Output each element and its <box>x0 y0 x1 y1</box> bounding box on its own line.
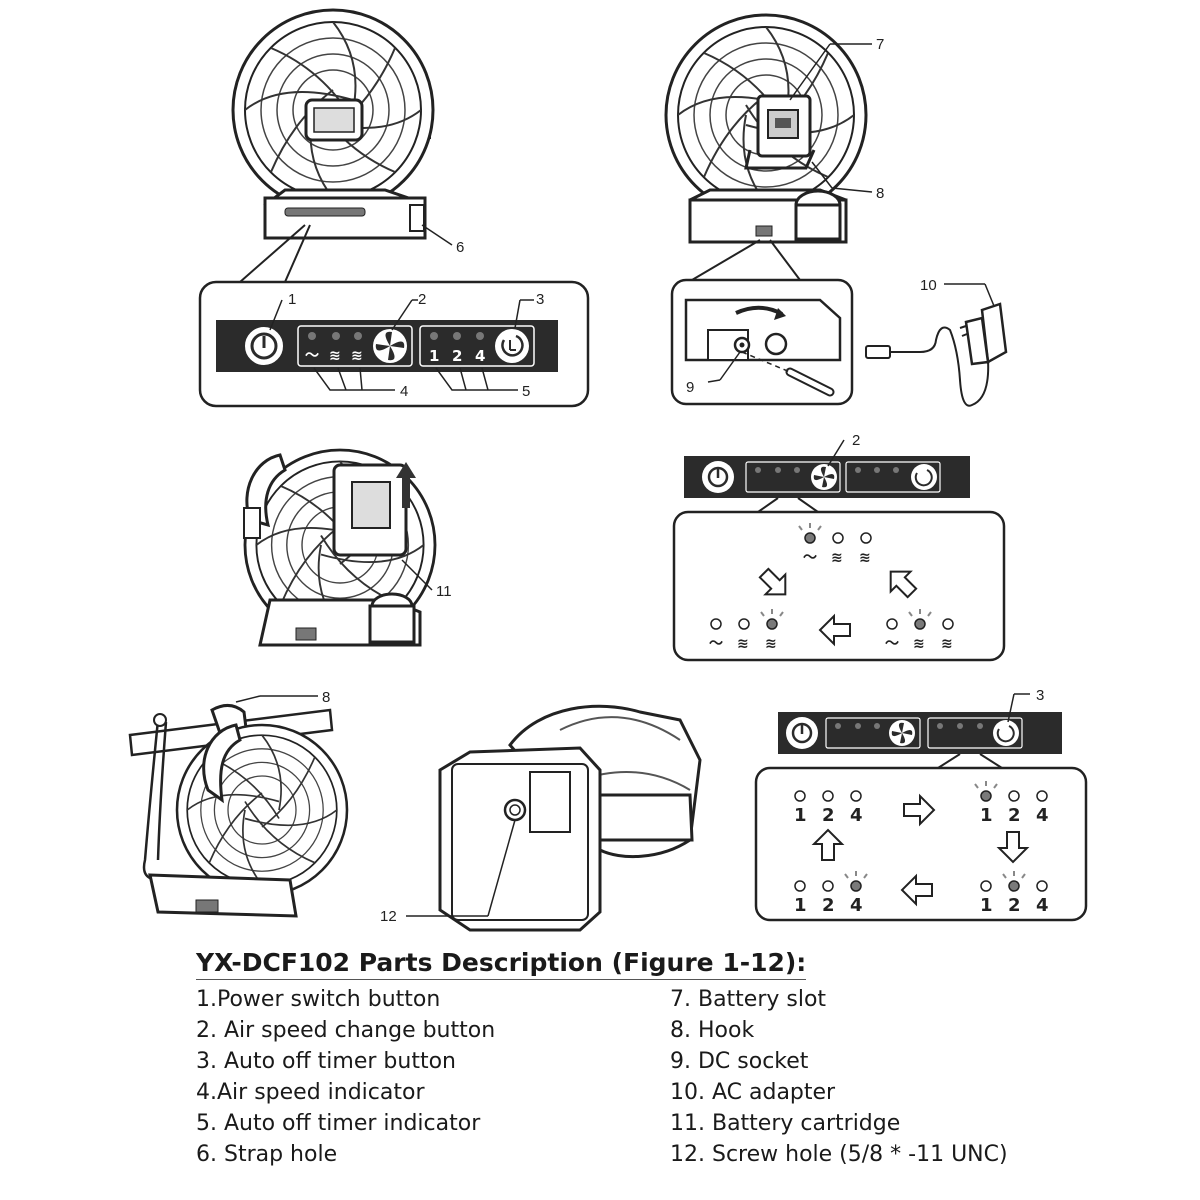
svg-text:4: 4 <box>1036 895 1049 916</box>
callout-4: 4 <box>400 383 408 400</box>
parts-list-right: 7. Battery slot 8. Hook 9. DC socket 10.… <box>670 984 1008 1170</box>
callout-3-timer: 3 <box>1036 687 1044 704</box>
timer-icon[interactable] <box>495 329 529 363</box>
speed-high-label: ≋ <box>351 348 363 364</box>
control-panel: 〜 ≋ ≋ 1 2 4 <box>216 320 558 372</box>
timer-4-label: 4 <box>475 347 485 365</box>
svg-text:4: 4 <box>850 805 863 826</box>
description-title: YX-DCF102 Parts Description (Figure 1-12… <box>196 948 807 980</box>
svg-text:〜: 〜 <box>885 636 899 652</box>
parts-description: YX-DCF102 Parts Description (Figure 1-12… <box>196 948 1096 1170</box>
svg-text:≋: ≋ <box>737 636 749 652</box>
part-item: 9. DC socket <box>670 1049 809 1074</box>
svg-text:2: 2 <box>1008 895 1021 916</box>
part-item: 5. Auto off timer indicator <box>196 1111 481 1136</box>
callout-6: 6 <box>456 239 464 256</box>
svg-text:2: 2 <box>1008 805 1021 826</box>
part-item: 10. AC adapter <box>670 1080 836 1105</box>
part-item: 8. Hook <box>670 1018 755 1043</box>
speed-cycle-mid: 〜 ≋ ≋ <box>885 609 954 652</box>
svg-text:1: 1 <box>794 805 807 826</box>
timer-1-label: 1 <box>429 347 439 365</box>
parts-list-left: 1.Power switch button 2. Air speed chang… <box>196 984 670 1170</box>
callout-8-hook: 8 <box>876 185 884 202</box>
speed-cycle-high: 〜 ≋ ≋ <box>709 609 784 652</box>
battery-insertion-view <box>243 448 437 647</box>
power-icon <box>250 332 278 360</box>
part-item: 12. Screw hole (5/8 * -11 UNC) <box>670 1142 1008 1167</box>
callout-12: 12 <box>380 908 397 925</box>
callout-11: 11 <box>436 583 452 600</box>
svg-text:4: 4 <box>1036 805 1049 826</box>
svg-text:〜: 〜 <box>803 550 817 566</box>
svg-text:〜: 〜 <box>709 636 723 652</box>
timer-cycle-1: 1 2 4 <box>794 790 863 826</box>
timer-cycle-4: 1 2 4 <box>794 871 868 916</box>
speed-mid-label: ≋ <box>329 348 341 364</box>
dc-socket-detail <box>684 298 842 397</box>
part-item: 3. Auto off timer button <box>196 1049 456 1074</box>
timer-cycle-2: 1 2 4 <box>974 781 1049 826</box>
callout-5: 5 <box>522 383 530 400</box>
part-item: 4.Air speed indicator <box>196 1080 425 1105</box>
led-icon <box>308 332 316 340</box>
part-item: 6. Strap hole <box>196 1142 338 1167</box>
speed-cycle-low: 〜 ≋ ≋ <box>798 523 872 566</box>
callout-10: 10 <box>920 277 937 294</box>
hook-hanging-view <box>128 704 349 918</box>
part-item: 2. Air speed change button <box>196 1018 496 1043</box>
callout-8-hanging: 8 <box>322 689 330 706</box>
speed-low-label: 〜 <box>305 348 319 364</box>
ac-adapter <box>865 302 1008 407</box>
fan-front-view <box>231 8 435 240</box>
fan-rear-view <box>664 13 868 244</box>
callout-2-speed: 2 <box>852 432 860 449</box>
svg-text:1: 1 <box>980 895 993 916</box>
svg-text:2: 2 <box>822 805 835 826</box>
air-speed-panel <box>684 456 970 498</box>
timer-panel <box>778 712 1062 754</box>
svg-text:≋: ≋ <box>765 636 777 652</box>
svg-text:2: 2 <box>822 895 835 916</box>
screw-hole-view <box>438 704 702 932</box>
svg-text:1: 1 <box>980 805 993 826</box>
part-item: 7. Battery slot <box>670 987 827 1012</box>
part-item: 1.Power switch button <box>196 987 441 1012</box>
svg-text:4: 4 <box>850 895 863 916</box>
timer-2-label: 2 <box>452 347 462 365</box>
svg-text:≋: ≋ <box>831 550 843 566</box>
svg-text:1: 1 <box>794 895 807 916</box>
part-item: 11. Battery cartridge <box>670 1111 901 1136</box>
callout-1: 1 <box>288 291 296 308</box>
callout-7: 7 <box>876 36 884 53</box>
callout-9: 9 <box>686 379 694 396</box>
timer-cycle-2b: 1 2 4 <box>980 871 1049 916</box>
svg-text:≋: ≋ <box>859 550 871 566</box>
callout-2: 2 <box>418 291 426 308</box>
svg-text:≋: ≋ <box>941 636 953 652</box>
callout-3: 3 <box>536 291 544 308</box>
svg-text:≋: ≋ <box>913 636 925 652</box>
